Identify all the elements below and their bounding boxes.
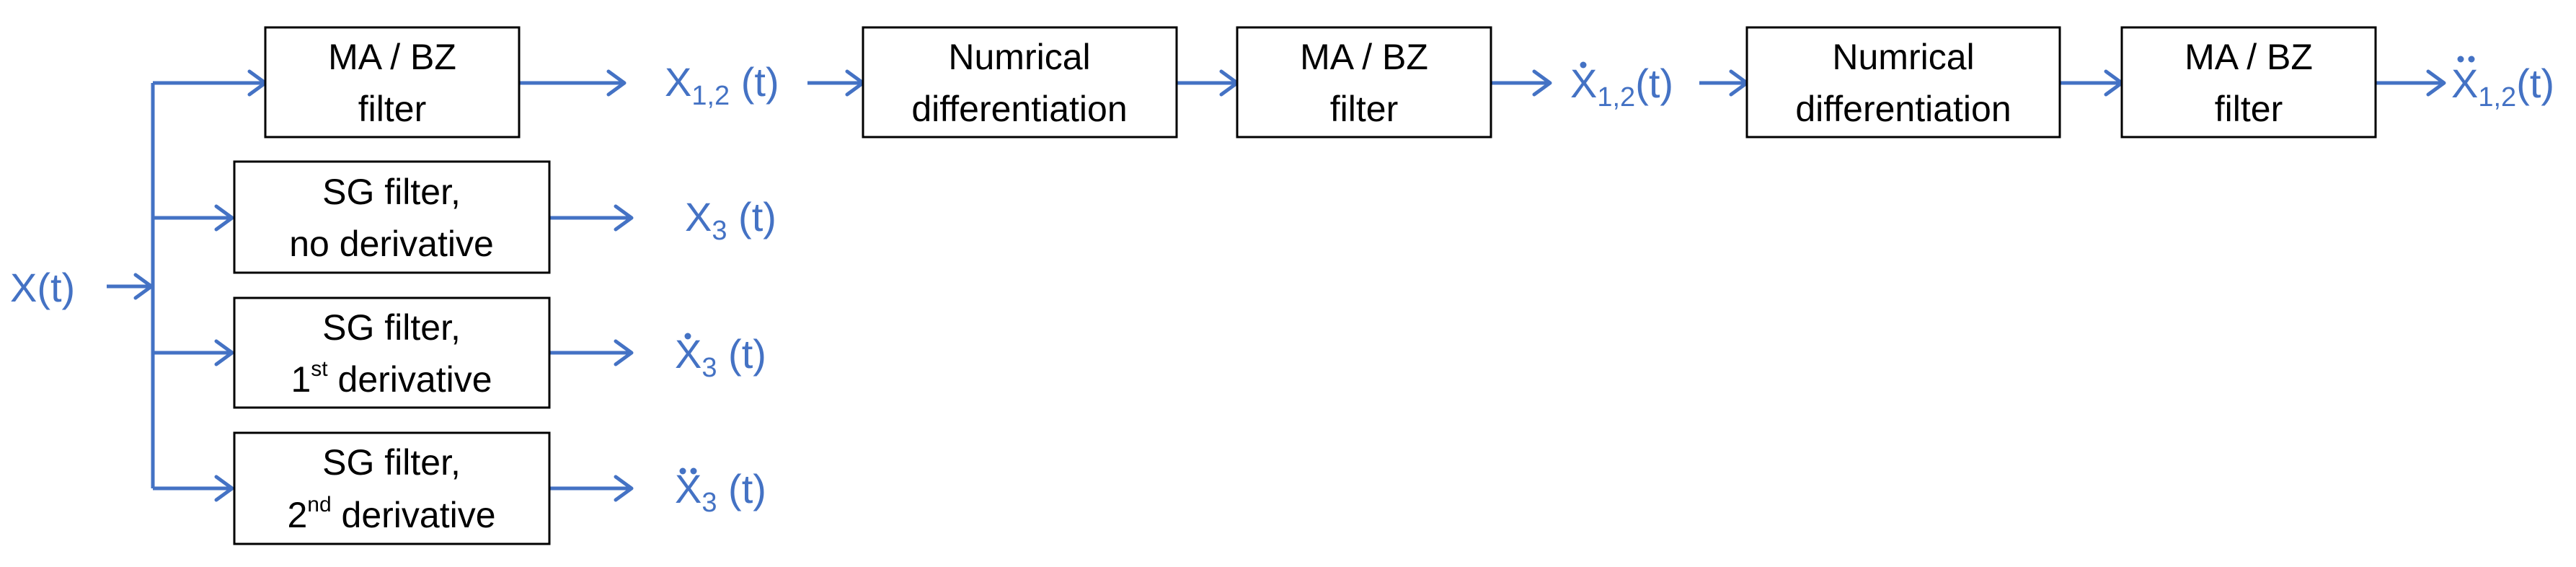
numerical-differentiation-box-2-line1: Numrical <box>1832 37 1974 77</box>
x3-ddot-base: X <box>675 466 701 511</box>
sg-filter-box-2nd-derivative-frame <box>233 431 551 545</box>
sg-filter-box-1st-derivative: SG filter, 1st derivative <box>233 296 551 409</box>
numerical-differentiation-box-1: Numrical differentiation <box>862 26 1178 139</box>
x12-argument: (t) <box>730 59 779 105</box>
output-x3-ddot-label: X3 (t) <box>675 466 766 518</box>
x12-dot-base: X <box>1570 61 1597 106</box>
x3-ddot-marker-2 <box>690 467 697 475</box>
x3-dot-marker <box>684 333 691 340</box>
sg-filter-box-no-derivative: SG filter, no derivative <box>233 160 551 274</box>
x12-base: X <box>665 59 691 105</box>
input-signal-label: X(t) <box>10 265 75 310</box>
x3-dot-argument: (t) <box>717 331 766 377</box>
output-x3-dot-label: X3 (t) <box>675 331 766 383</box>
x3-dot-base: X <box>675 331 701 377</box>
numerical-differentiation-box-2: Numrical differentiation <box>1745 26 2061 139</box>
numerical-differentiation-box-2-line2: differentiation <box>1795 89 2011 129</box>
sg-1-derivative-word: derivative <box>328 359 492 400</box>
out-arrowhead-ma-bz-1 <box>606 69 627 97</box>
connection-lines <box>107 69 2446 502</box>
sg-filter-box-no-derivative-line2: no derivative <box>289 224 494 264</box>
branch-arrowhead-3 <box>214 339 234 366</box>
numerical-differentiation-box-1-line2: differentiation <box>911 89 1127 129</box>
numerical-differentiation-box-1-frame <box>862 26 1178 139</box>
sg-1-ordinal-number: 1 <box>291 359 311 400</box>
ma-bz-filter-box-3: MA / BZ filter <box>2120 26 2377 139</box>
output-x3-ddot-text: X3 (t) <box>675 466 766 518</box>
x12-ddot-marker-2 <box>2468 56 2475 63</box>
sg-filter-box-1st-derivative-line1: SG filter, <box>322 307 461 348</box>
output-x12-dot-text: X1,2(t) <box>1570 61 1673 113</box>
output-x12-ddot-text: X1,2(t) <box>2451 61 2554 113</box>
output-x12-label: X1,2 (t) <box>665 59 779 111</box>
ma-bz-filter-box-1-line1: MA / BZ <box>328 37 456 77</box>
sg-filter-box-1st-derivative-line2: 1st derivative <box>291 357 492 400</box>
sg-filter-box-no-derivative-frame <box>233 160 551 274</box>
x12-dot-marker <box>1580 61 1587 69</box>
out-arrowhead-sg-2 <box>614 475 634 502</box>
out-arrowhead-ma-bz-3 <box>2426 69 2446 97</box>
sg-1-ordinal-suffix: st <box>311 357 328 381</box>
ma-bz-filter-box-3-line1: MA / BZ <box>2185 37 2313 77</box>
x3-ddot-marker-1 <box>679 467 686 475</box>
ma-bz-filter-box-2-frame <box>1236 26 1492 139</box>
x3-dot-subscript: 3 <box>701 353 717 383</box>
signal-labels: X(t) X1,2 (t) X3 (t) X3 (t) X3 (t) X1,2(… <box>10 56 2554 518</box>
branch-arrowhead-4 <box>214 475 234 502</box>
x3-ddot-argument: (t) <box>717 466 766 511</box>
ma-bz-filter-box-1: MA / BZ filter <box>264 26 521 139</box>
x12-ddot-base: X <box>2451 61 2478 106</box>
x12-dot-subscript: 1,2 <box>1597 82 1635 113</box>
sg-filter-box-1st-derivative-frame <box>233 296 551 409</box>
output-x12-dot-label: X1,2(t) <box>1570 61 1673 113</box>
x12-ddot-marker-1 <box>2457 56 2464 63</box>
sg-filter-box-2nd-derivative-line2: 2nd derivative <box>287 493 495 535</box>
ma-bz-filter-box-1-line2: filter <box>358 89 426 129</box>
x12-subscript: 1,2 <box>691 81 730 111</box>
x12-ddot-argument: (t) <box>2516 61 2554 106</box>
x12-dot-argument: (t) <box>1635 61 1673 106</box>
out-arrowhead-sg-0 <box>614 204 634 232</box>
sg-filter-box-2nd-derivative: SG filter, 2nd derivative <box>233 431 551 545</box>
ma-bz-filter-box-2: MA / BZ filter <box>1236 26 1492 139</box>
ma-bz-filter-box-3-frame <box>2120 26 2377 139</box>
output-x3-dot-text: X3 (t) <box>675 331 766 383</box>
out-arrowhead-sg-1 <box>614 339 634 366</box>
ma-bz-filter-box-1-frame <box>264 26 521 139</box>
ma-bz-filter-box-2-line1: MA / BZ <box>1300 37 1428 77</box>
x3-argument: (t) <box>727 194 776 239</box>
x3-base: X <box>685 194 712 239</box>
sg-2-derivative-word: derivative <box>332 495 496 535</box>
x3-ddot-subscript: 3 <box>701 488 717 518</box>
sg-2-ordinal-suffix: nd <box>307 493 331 517</box>
sg-filter-box-2nd-derivative-line1: SG filter, <box>322 442 461 483</box>
output-x12-ddot-label: X1,2(t) <box>2451 56 2554 113</box>
branch-arrowhead-2 <box>214 204 234 232</box>
x12-ddot-subscript: 1,2 <box>2478 82 2516 113</box>
ma-bz-filter-box-3-line2: filter <box>2215 89 2283 129</box>
numerical-differentiation-box-2-frame <box>1745 26 2061 139</box>
sg-filter-box-no-derivative-line1: SG filter, <box>322 172 461 212</box>
numerical-differentiation-box-1-line1: Numrical <box>948 37 1090 77</box>
ma-bz-filter-box-2-line2: filter <box>1330 89 1398 129</box>
sg-2-ordinal-number: 2 <box>287 495 307 535</box>
x3-subscript: 3 <box>712 216 727 246</box>
out-arrowhead-ma-bz-2 <box>1532 69 1552 97</box>
output-x3-label: X3 (t) <box>685 194 776 246</box>
